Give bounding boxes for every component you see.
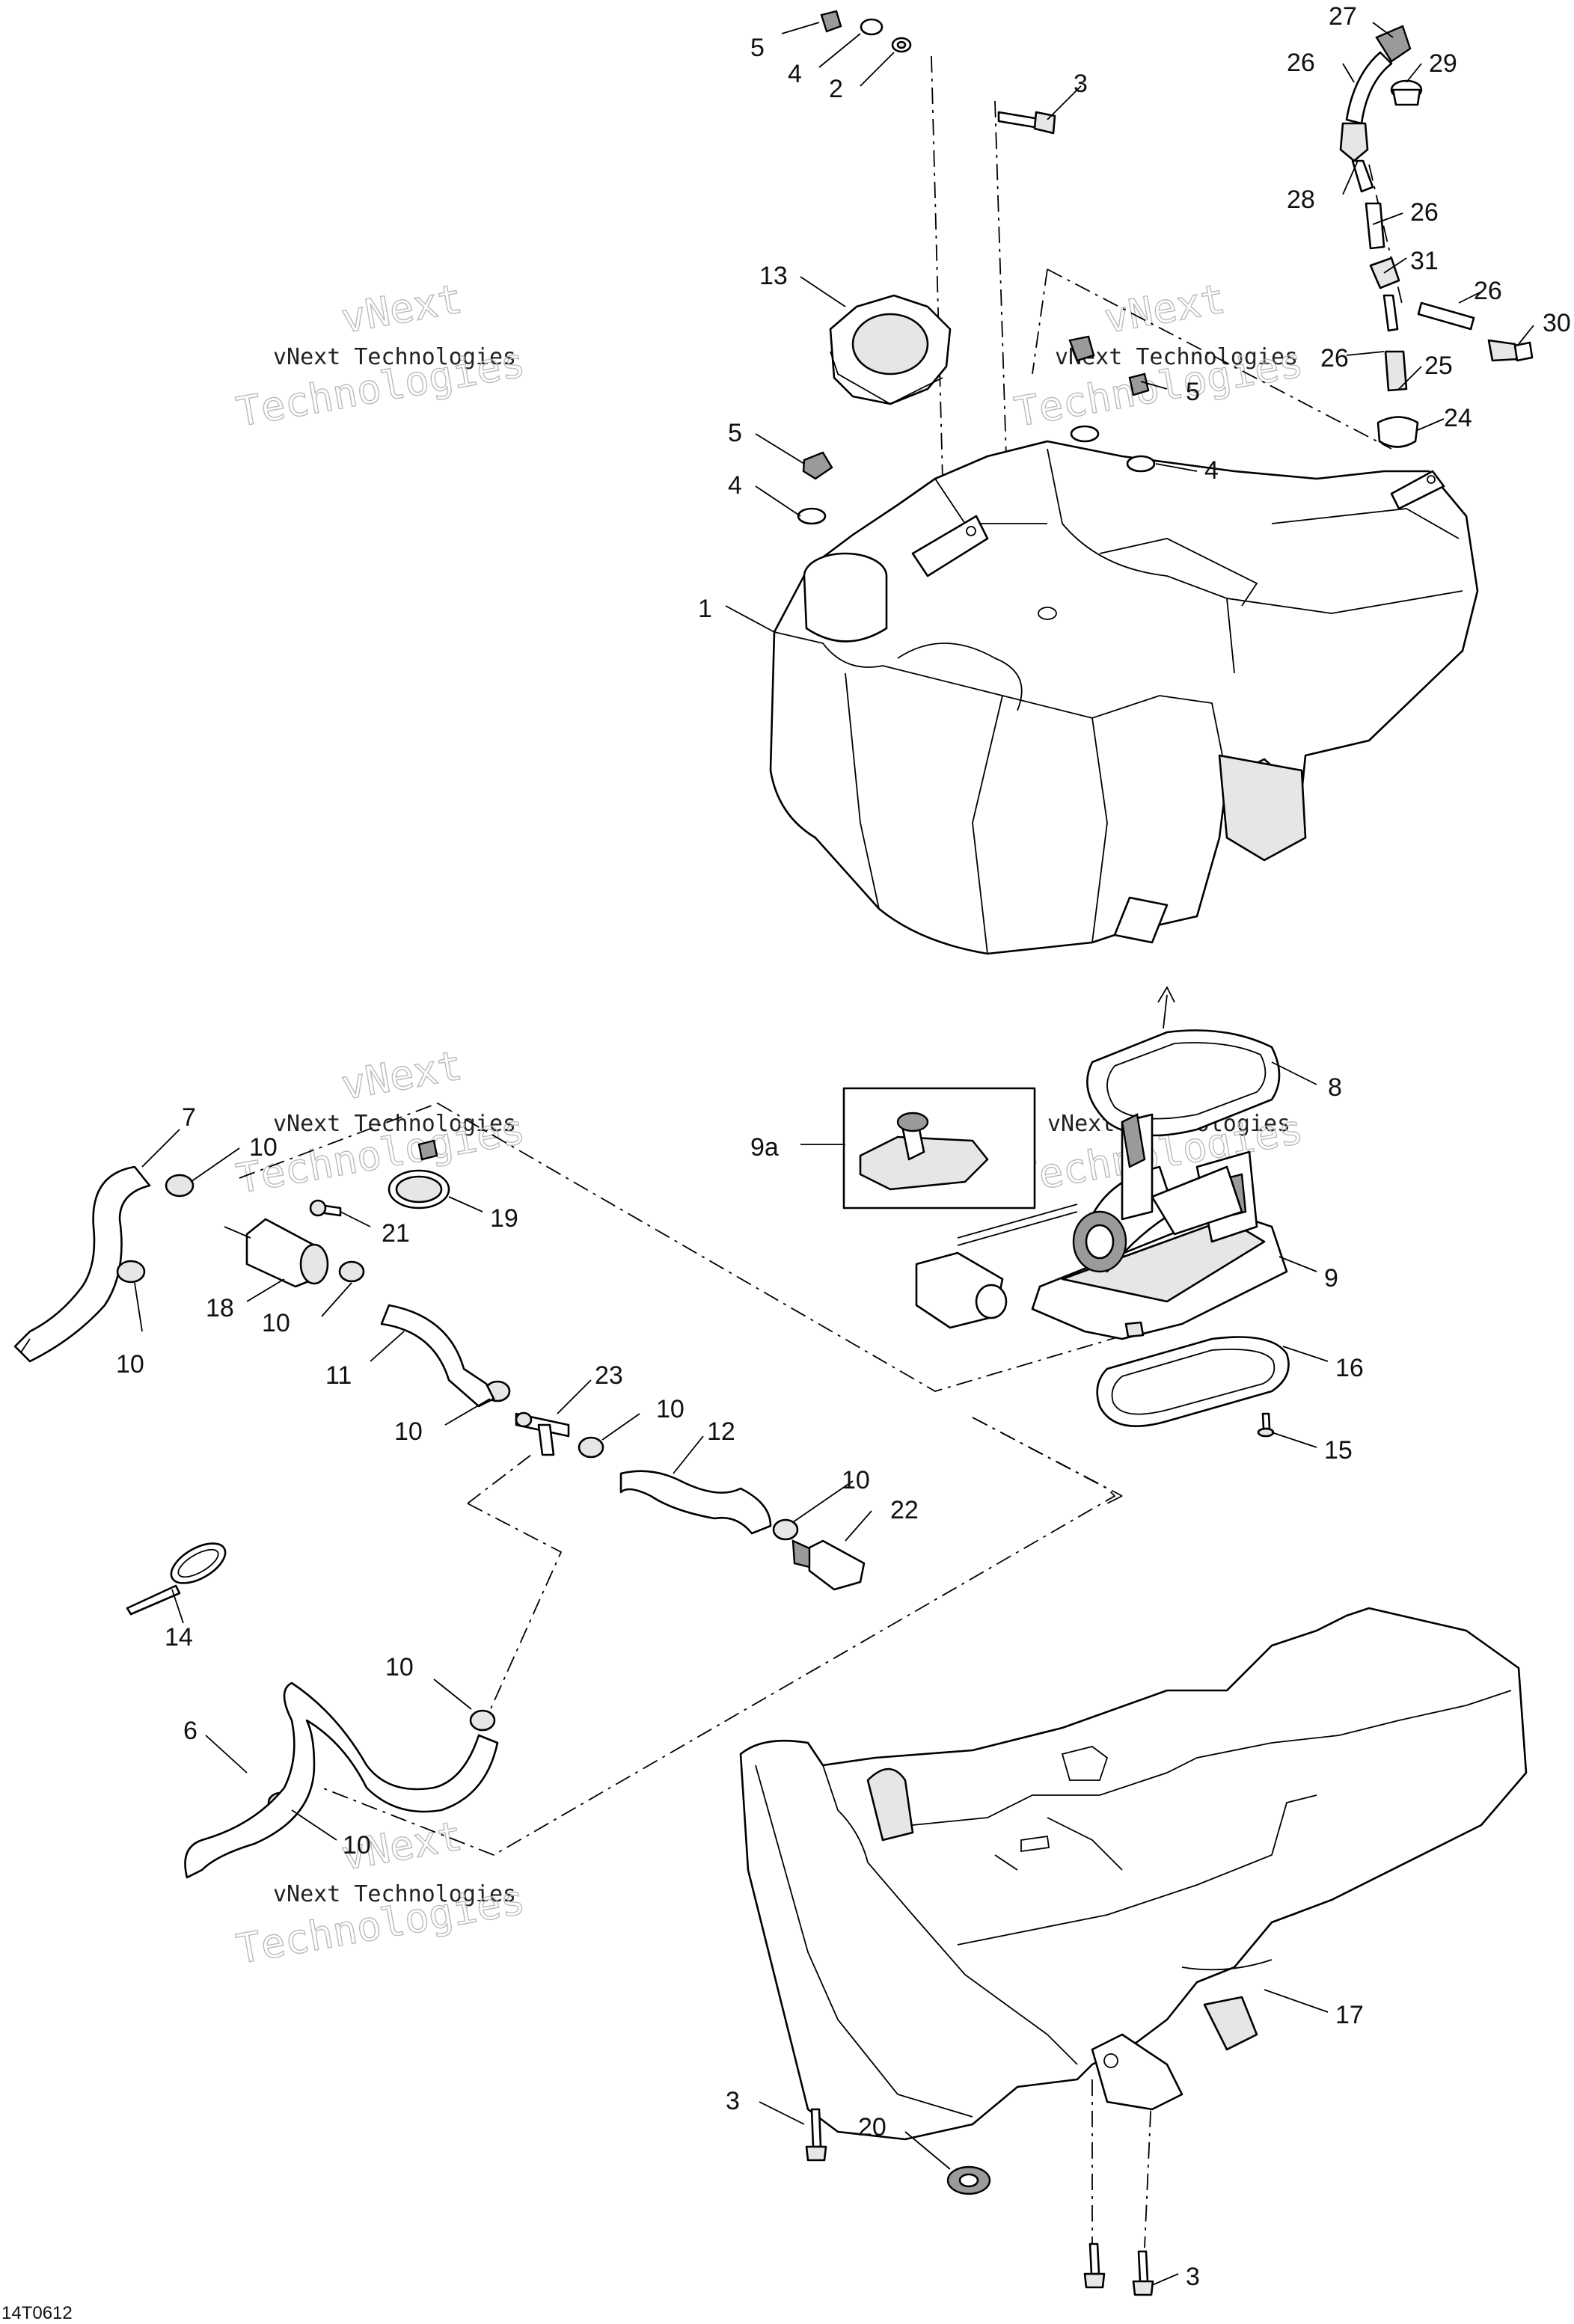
callout-label: 28 xyxy=(1287,186,1315,214)
tank-nuts-washers xyxy=(797,335,1156,525)
callout-label: 29 xyxy=(1429,49,1457,78)
callout-numbers: 5 4 2 3 27 29 26 28 26 31 26 26 30 25 24… xyxy=(116,2,1571,2291)
callout-label: 7 xyxy=(182,1103,196,1132)
grommet-20 xyxy=(946,2165,991,2195)
watermark-label: vNext Technologies xyxy=(273,1111,516,1137)
fuel-hose-6 xyxy=(184,1681,499,1879)
callout-label: 23 xyxy=(595,1361,623,1390)
pump-gasket-lower xyxy=(1096,1336,1290,1427)
callout-label: 31 xyxy=(1410,247,1439,275)
clamp-19 xyxy=(388,1139,450,1209)
watermark-3: vNext vNext Technologies Technologies xyxy=(233,1041,530,1204)
watermark-top-word: vNext xyxy=(337,1042,465,1109)
callout-label: 10 xyxy=(116,1350,144,1379)
figure-code: 14T0612 xyxy=(1,2303,73,2323)
callout-label: 10 xyxy=(385,1653,414,1681)
callout-label: 5 xyxy=(750,34,765,62)
watermark-5: vNext vNext Technologies Technologies xyxy=(233,1812,530,1974)
watermark-label: vNext Technologies xyxy=(273,344,516,370)
callout-label: 5 xyxy=(1186,378,1200,406)
callout-label: 26 xyxy=(1410,198,1439,227)
callout-label: 30 xyxy=(1543,309,1571,337)
watermark-1: vNext vNext Technologies Technologies xyxy=(233,275,530,437)
watermark-top-word: vNext xyxy=(337,275,465,343)
bolt-top xyxy=(997,111,1056,135)
callout-label: 4 xyxy=(1204,456,1219,485)
quick-connector-22 xyxy=(791,1539,866,1591)
callout-label: 8 xyxy=(1328,1073,1342,1102)
callout-label: 3 xyxy=(1186,2263,1200,2291)
callout-label: 22 xyxy=(890,1496,919,1524)
fuel-hose-11 xyxy=(380,1304,495,1408)
top-fasteners xyxy=(820,10,912,53)
watermark-top-word: vNext xyxy=(1100,275,1228,343)
fuel-tank xyxy=(769,440,1479,955)
fuel-cap xyxy=(829,294,952,405)
watermark-2: vNext vNext Technologies Technologies xyxy=(1011,275,1308,437)
callout-label: 13 xyxy=(759,262,788,290)
inset-9a xyxy=(842,1087,1036,1209)
callout-label: 5 xyxy=(728,419,742,447)
screw-15 xyxy=(1257,1412,1275,1438)
fuel-hose-7 xyxy=(13,1165,151,1363)
callout-label: 6 xyxy=(183,1717,197,1745)
callout-label: 10 xyxy=(249,1133,278,1162)
callout-label: 10 xyxy=(262,1309,290,1337)
callout-label: 10 xyxy=(842,1466,870,1494)
watermark-label: vNext Technologies xyxy=(273,1881,516,1907)
callout-label: 15 xyxy=(1324,1436,1353,1465)
callout-label: 16 xyxy=(1335,1354,1364,1382)
callout-label: 26 xyxy=(1474,277,1502,305)
callout-label: 3 xyxy=(726,2087,740,2115)
callout-label: 24 xyxy=(1444,404,1472,432)
fuel-filter-18 xyxy=(224,1218,329,1288)
callout-label: 19 xyxy=(490,1204,518,1233)
callout-label: 2 xyxy=(829,75,843,103)
callout-label: 18 xyxy=(206,1294,234,1322)
callout-label: 25 xyxy=(1424,352,1453,380)
callout-label: 20 xyxy=(858,2113,886,2141)
callout-label: 3 xyxy=(1074,70,1088,98)
tee-fitting-23 xyxy=(515,1411,570,1456)
callout-label: 10 xyxy=(343,1831,371,1859)
callout-label: 4 xyxy=(788,60,802,88)
watermark-label: vNext Technologies xyxy=(1055,344,1298,370)
callout-label: 9a xyxy=(750,1133,779,1162)
callout-label: 12 xyxy=(707,1417,735,1446)
callout-label: 27 xyxy=(1329,2,1357,31)
callout-label: 21 xyxy=(382,1219,410,1248)
pump-gasket-upper xyxy=(1086,986,1281,1137)
callout-label: 9 xyxy=(1324,1264,1338,1293)
vent-hose-assembly xyxy=(1339,25,1534,448)
callout-label: 1 xyxy=(698,595,712,623)
callout-label: 26 xyxy=(1287,49,1315,77)
callout-label: 14 xyxy=(165,1623,193,1652)
callout-label: 26 xyxy=(1320,344,1349,372)
callout-label: 4 xyxy=(728,471,742,500)
callout-label: 10 xyxy=(394,1417,423,1446)
cable-tie-14 xyxy=(126,1542,227,1616)
assembly-lines xyxy=(239,55,1403,2248)
callout-label: 10 xyxy=(656,1395,685,1423)
screw-21 xyxy=(309,1199,342,1217)
callout-label: 17 xyxy=(1335,2001,1364,2029)
leader-lines xyxy=(134,22,1534,2286)
fuel-hose-12 xyxy=(619,1470,772,1535)
tank-support-tray xyxy=(739,1607,1528,2141)
bolts-bottom xyxy=(805,2108,1154,2296)
callout-label: 11 xyxy=(325,1361,352,1390)
fuel-pump xyxy=(915,1113,1288,1340)
